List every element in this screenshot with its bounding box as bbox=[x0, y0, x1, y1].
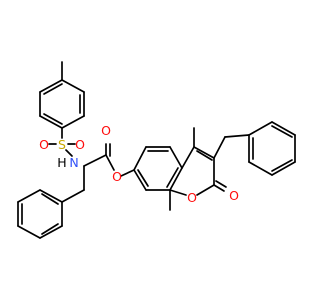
bond bbox=[61, 79, 85, 93]
bond bbox=[271, 125, 293, 138]
bond bbox=[248, 121, 273, 136]
bond bbox=[271, 121, 296, 136]
bond bbox=[41, 193, 59, 205]
bond bbox=[137, 169, 149, 187]
amide-hydrogen: H bbox=[57, 155, 66, 170]
bond bbox=[39, 79, 63, 93]
bond bbox=[224, 134, 250, 138]
bond bbox=[248, 161, 273, 176]
amide-nitrogen: N bbox=[69, 155, 78, 170]
bond bbox=[213, 136, 226, 159]
bond bbox=[196, 184, 215, 196]
bond bbox=[213, 184, 225, 192]
bond bbox=[17, 189, 41, 203]
ester-link-oxygen: O bbox=[112, 169, 122, 184]
bond bbox=[61, 115, 85, 129]
bond bbox=[43, 83, 63, 95]
bond bbox=[43, 113, 63, 125]
bond bbox=[83, 154, 107, 167]
bond bbox=[17, 225, 41, 239]
bond bbox=[133, 169, 147, 191]
bond bbox=[169, 189, 187, 196]
bond bbox=[61, 189, 85, 203]
lactone-carbonyl-oxygen: O bbox=[229, 188, 239, 203]
bond bbox=[133, 146, 147, 171]
sulfur-atom: S bbox=[58, 137, 66, 152]
bond bbox=[271, 159, 293, 172]
bond bbox=[169, 146, 183, 169]
bond bbox=[39, 189, 63, 203]
bond bbox=[41, 223, 59, 235]
atom-labels: O S O H N O O O O bbox=[39, 123, 239, 205]
bonds bbox=[17, 61, 296, 239]
bond bbox=[196, 150, 213, 161]
molecule-canvas: O S O H N O O O O bbox=[17, 61, 296, 239]
bond bbox=[181, 146, 195, 169]
ring-oxygen: O bbox=[187, 190, 197, 205]
bond bbox=[39, 115, 63, 129]
bond bbox=[215, 180, 227, 188]
bond bbox=[105, 154, 115, 171]
structure-diagram: O S O H N O O O O bbox=[17, 61, 296, 239]
bond bbox=[271, 161, 296, 176]
bond bbox=[65, 149, 73, 157]
bond bbox=[193, 146, 215, 159]
bond bbox=[120, 169, 135, 177]
bond bbox=[169, 167, 183, 191]
bond bbox=[39, 225, 63, 239]
ester-carbonyl-oxygen: O bbox=[101, 123, 111, 138]
bond bbox=[166, 167, 179, 188]
sulfonyl-oxygen-right: O bbox=[75, 137, 85, 152]
sulfonyl-oxygen-left: O bbox=[39, 137, 49, 152]
